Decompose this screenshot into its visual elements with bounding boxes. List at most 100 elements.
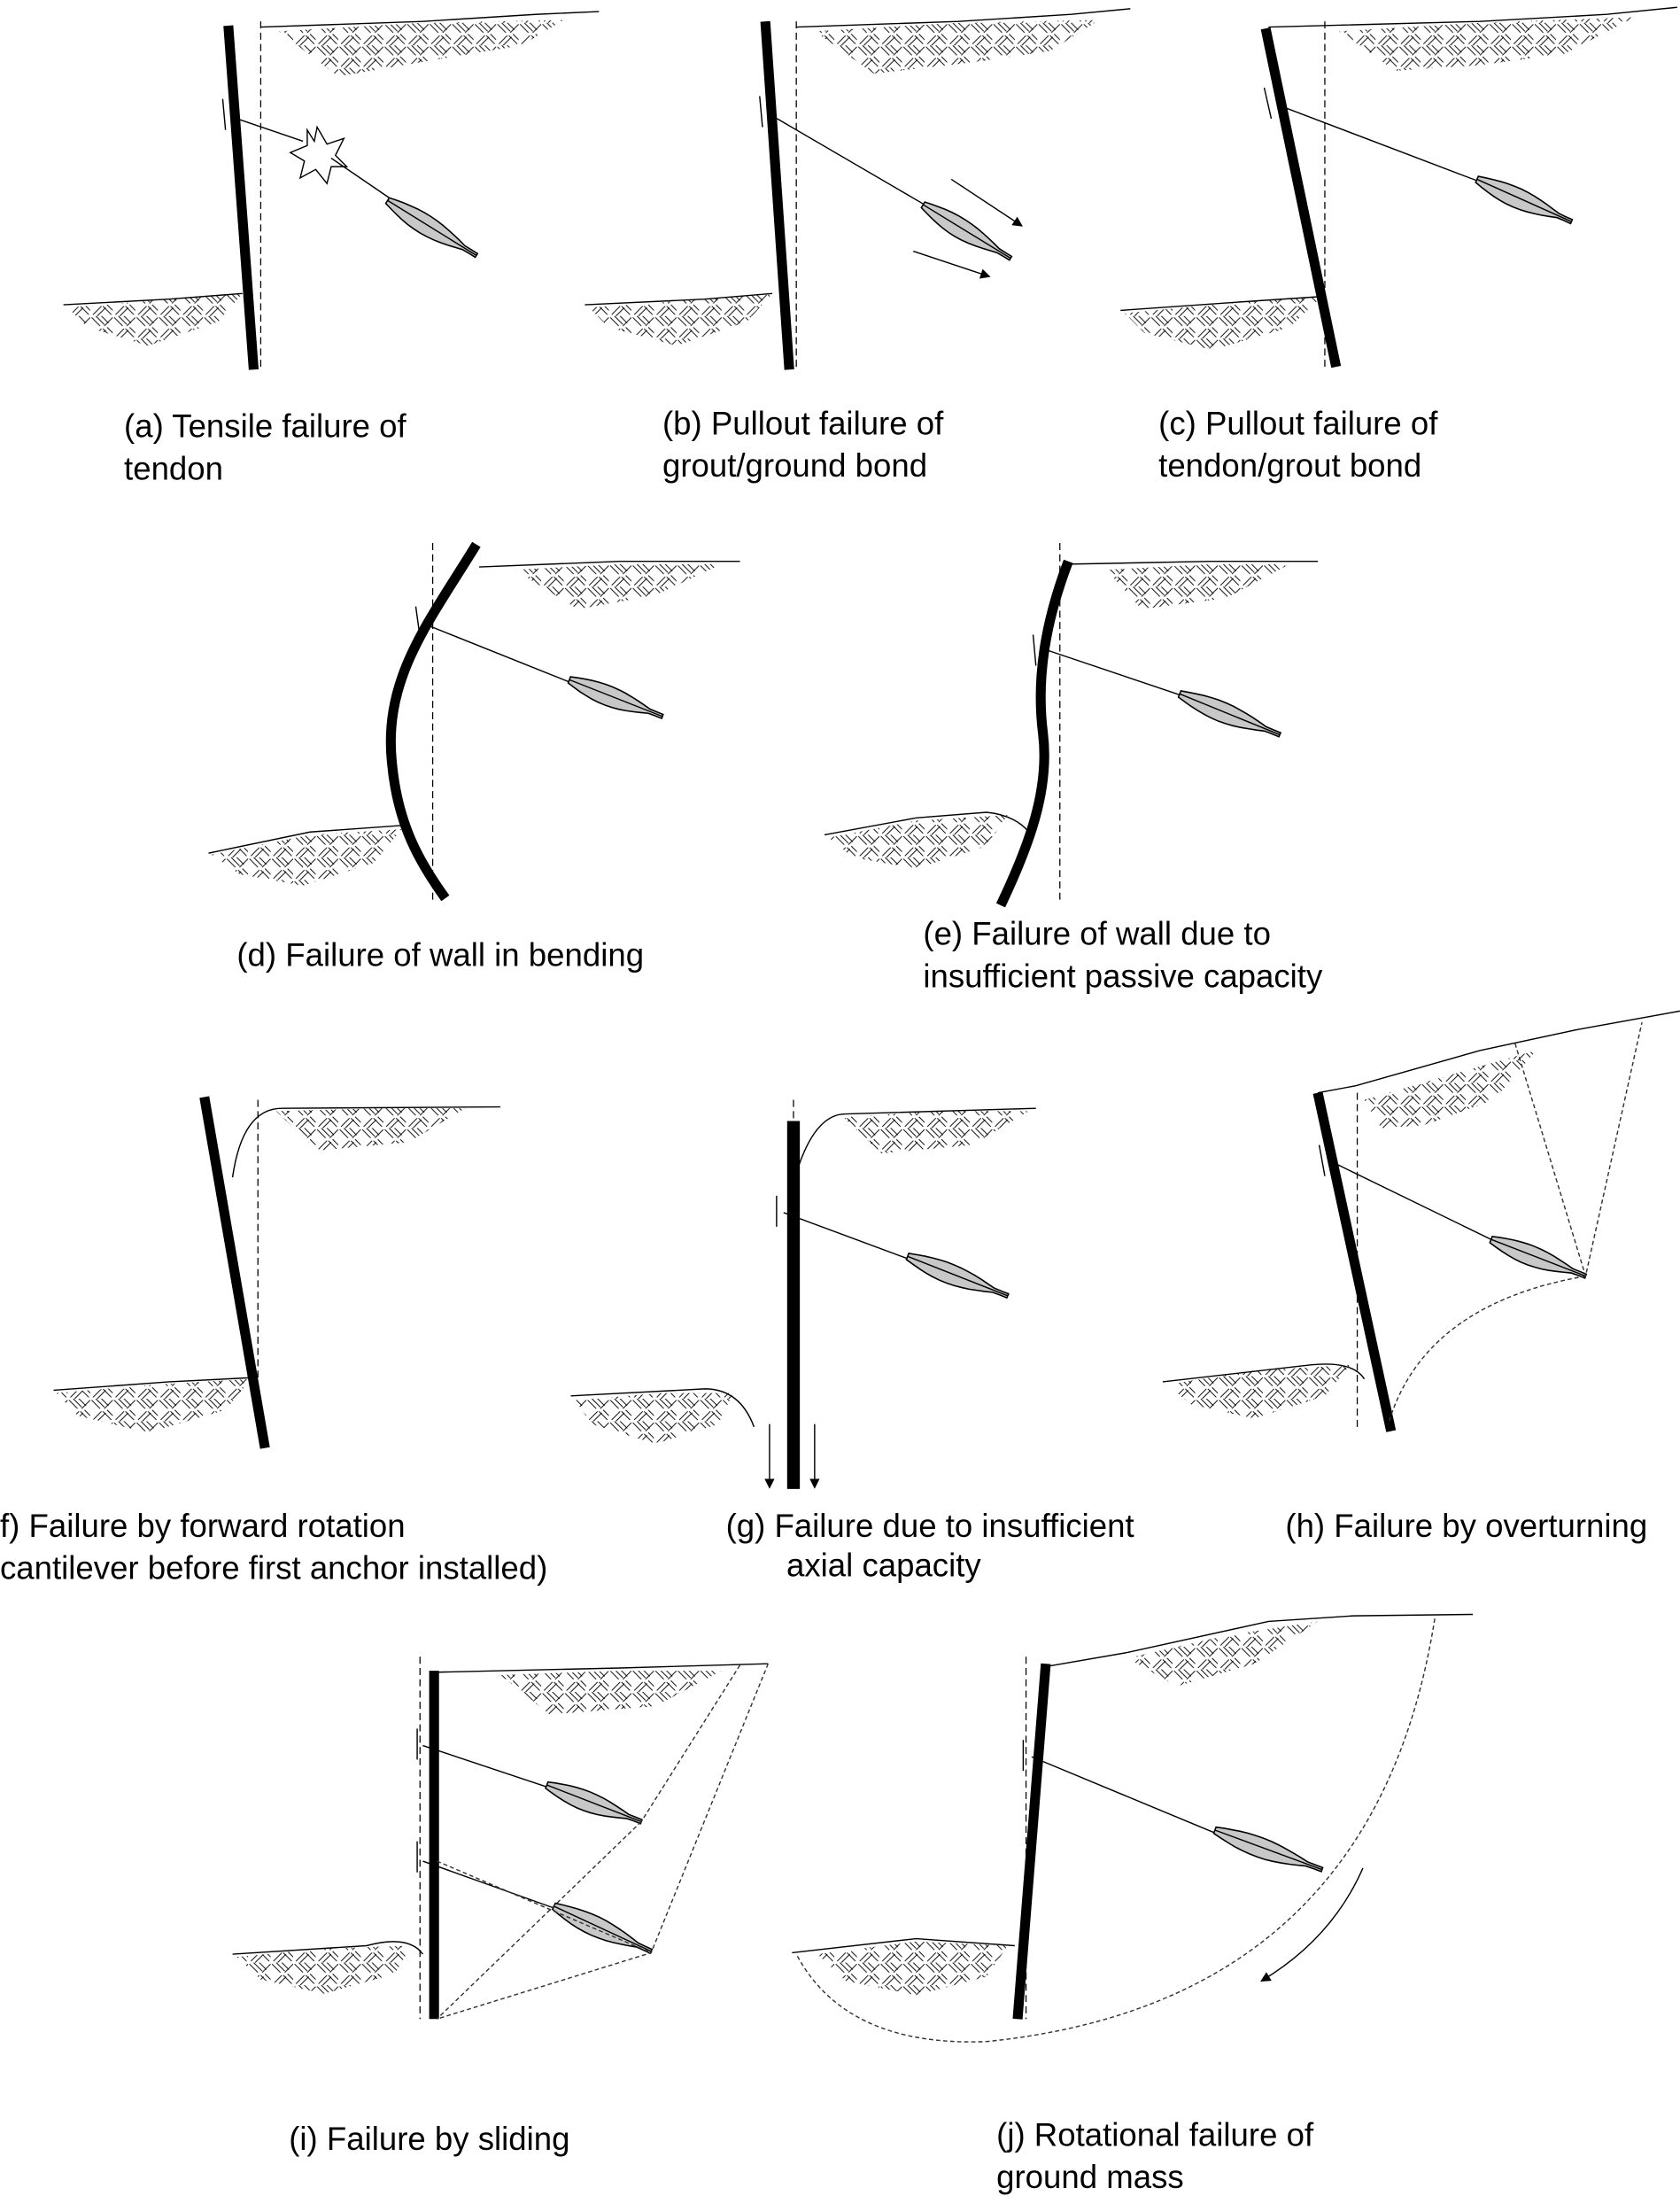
caption-line: grout/ground bond: [662, 447, 927, 484]
ground-surface: [479, 560, 740, 568]
excavation-soil: [1124, 296, 1322, 350]
grout-body: [1177, 690, 1282, 738]
excavation-surface: [63, 292, 243, 306]
tendon: [771, 115, 925, 206]
excavation-soil: [817, 1941, 1008, 1996]
caption-line: (e) Failure of wall due to: [923, 916, 1271, 952]
tendon: [236, 118, 390, 198]
bearing-plate: [221, 98, 227, 130]
wall: [1012, 1663, 1051, 2020]
rotation-arrow-icon: [1260, 1867, 1364, 1982]
failure-surface: [1387, 1021, 1643, 1424]
tendon-in-grout: [387, 199, 477, 256]
excavation-soil: [236, 1945, 412, 1994]
panel-i-sliding: (i) Failure by sliding: [232, 1656, 770, 2157]
excavation-surface: [208, 824, 409, 854]
tendon-in-grout: [923, 204, 1011, 260]
wall: [199, 1096, 270, 1449]
panel-f-forward-rotation: f) Failure by forward rotation cantileve…: [0, 1096, 547, 1586]
caption-line: (d) Failure of wall in bending: [236, 936, 644, 973]
tendon: [422, 1744, 550, 1788]
failure-surface: [436, 1663, 770, 2020]
tendon: [1042, 648, 1181, 696]
panel-a-tensile-failure: (a) Tensile failure of tendon: [63, 11, 600, 486]
caption-line: f) Failure by forward rotation: [0, 1508, 406, 1544]
wall: [1312, 1091, 1397, 1432]
tendon-in-grout: [1476, 178, 1572, 222]
retained-soil: [499, 1671, 722, 1715]
failure-surface: [795, 1618, 1436, 2043]
ground-surface: [795, 1107, 1036, 1174]
caption-line: (h) Failure by overturning: [1285, 1508, 1647, 1544]
excavation-surface: [792, 1937, 1015, 1954]
caption-line: (a) Tensile failure of: [124, 408, 406, 445]
bearing-plate: [1263, 87, 1273, 120]
excavation-soil: [1166, 1364, 1351, 1419]
excavation-soil: [828, 815, 1008, 869]
tendon-in-grout: [1179, 693, 1281, 736]
caption-line: ground mass: [996, 2159, 1184, 2195]
wall: [760, 20, 794, 370]
caption-line: insufficient passive capacity: [923, 958, 1323, 994]
tendon-in-grout: [1490, 1238, 1586, 1277]
panel-h-overturning: (h) Failure by overturning: [1162, 1010, 1680, 1544]
excavation-surface: [53, 1377, 254, 1392]
caption-line: (c) Pullout failure of: [1158, 405, 1438, 441]
ground-surface: [231, 1106, 500, 1178]
tendon: [1031, 1756, 1216, 1834]
wall-bent: [385, 541, 481, 902]
retained-soil: [1127, 1621, 1318, 1687]
ground-surface: [1068, 560, 1318, 565]
excavation-surface: [232, 1941, 424, 1955]
tendon: [1276, 104, 1478, 182]
excavation-surface: [1120, 295, 1326, 312]
caption-line: (g) Failure due to insufficient: [726, 1508, 1134, 1544]
tendon-in-grout: [907, 1255, 1009, 1297]
grout-body: [920, 201, 1013, 261]
retained-soil: [514, 563, 722, 609]
shear-arrow-upper: [950, 178, 1023, 227]
retained-soil: [279, 19, 564, 77]
grout-body: [545, 1780, 643, 1825]
grout-body: [551, 1902, 654, 1955]
panel-g-axial-capacity: (g) Failure due to insufficient axial ca…: [570, 1099, 1134, 1584]
rupture-star-icon: [289, 125, 349, 185]
grout-body: [1475, 175, 1574, 225]
wall: [1260, 27, 1342, 368]
grout-body: [1212, 1826, 1324, 1873]
panel-e-passive-capacity: (e) Failure of wall due to insufficient …: [824, 543, 1323, 994]
tendon: [422, 1860, 557, 1910]
ground-surface: [796, 8, 1131, 28]
grout-body: [1489, 1235, 1588, 1279]
shear-arrow-lower: [913, 250, 991, 279]
bearing-plate: [414, 606, 421, 638]
excavation-soil: [211, 829, 402, 886]
excavation-surface: [1162, 1363, 1366, 1383]
retained-soil: [1364, 1050, 1537, 1129]
bearing-plate: [1032, 634, 1037, 666]
tendon-in-grout: [554, 1905, 652, 1952]
grout-body: [567, 676, 664, 720]
tendon-in-grout: [569, 679, 663, 718]
excavation-soil: [67, 293, 243, 346]
excavation-soil: [56, 1378, 252, 1433]
excavation-surface: [585, 292, 773, 306]
panel-c-tendon-grout-pullout: (c) Pullout failure of tendon/grout bond: [1120, 6, 1677, 484]
panel-d-wall-bending: (d) Failure of wall in bending: [208, 541, 740, 973]
tendon-in-grout: [1214, 1829, 1323, 1871]
ground-surface: [1268, 6, 1677, 28]
tendon: [783, 1212, 910, 1261]
caption-line: (i) Failure by sliding: [289, 2121, 569, 2157]
panel-j-rotational-failure: (j) Rotational failure of ground mass: [792, 1613, 1474, 2195]
excavation-surface: [570, 1388, 755, 1428]
ground-surface: [1045, 1613, 1474, 1668]
bearing-plate: [1318, 1144, 1326, 1176]
excavation-soil: [575, 1393, 733, 1444]
retained-soil: [275, 1108, 466, 1151]
panel-b-grout-ground-pullout: (b) Pullout failure of grout/ground bond: [585, 8, 1131, 484]
caption-line: (j) Rotational failure of: [996, 2116, 1314, 2153]
caption-line: tendon: [124, 450, 223, 486]
ground-surface: [1317, 1010, 1680, 1094]
tendon: [1328, 1160, 1495, 1242]
grout-body: [384, 197, 479, 259]
